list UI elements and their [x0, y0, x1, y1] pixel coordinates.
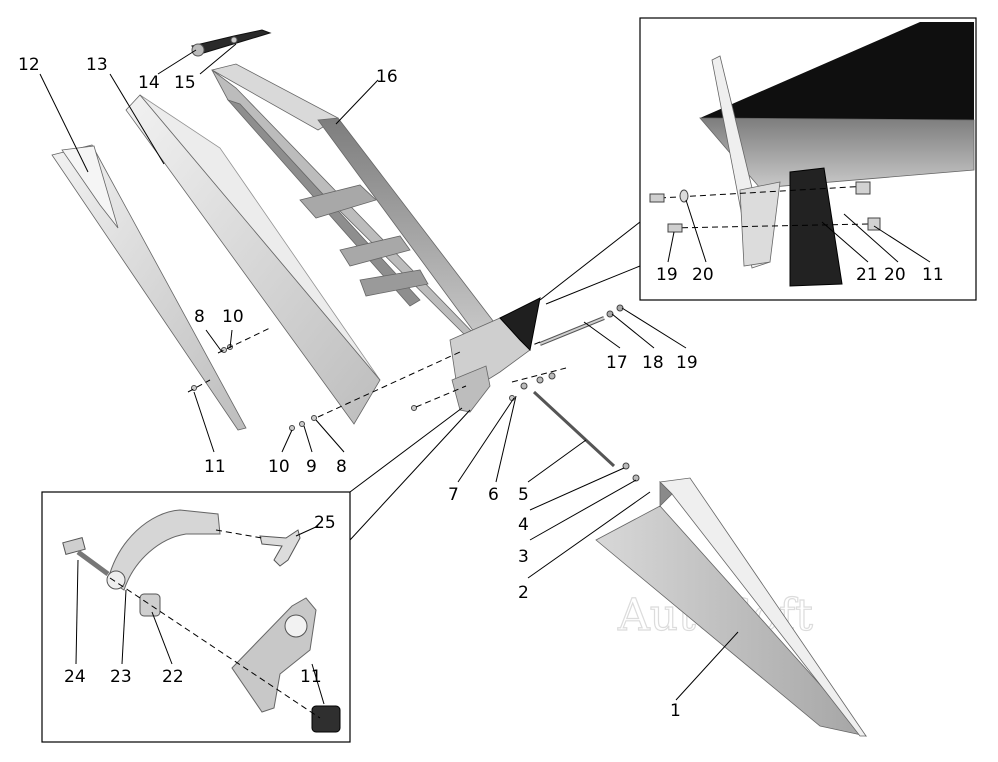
callout-17: 17 [606, 353, 628, 373]
leader-lines-main [39, 43, 739, 701]
callout-16: 16 [376, 67, 398, 87]
part-16-frame [210, 63, 541, 413]
inset-top-right [639, 17, 977, 301]
callout-7: 7 [448, 485, 459, 505]
callout-22: 22 [162, 667, 184, 687]
part-12-shield [51, 144, 247, 431]
callout-15: 15 [174, 73, 196, 93]
callout-8a: 8 [194, 307, 205, 327]
callout-20b: 20 [884, 265, 906, 285]
assembly-lines-main [187, 327, 567, 418]
callout-8b: 8 [336, 457, 347, 477]
callout-10a: 10 [222, 307, 244, 327]
callout-11a: 11 [204, 457, 226, 477]
small-fasteners-left [191, 344, 417, 431]
callout-20a: 20 [692, 265, 714, 285]
callout-labels: 12 13 14 15 16 8 10 11 10 9 8 7 6 5 4 3 … [18, 55, 944, 721]
callout-21: 21 [856, 265, 878, 285]
part-5-rod [509, 372, 640, 482]
inset-bottom-left [41, 491, 351, 743]
callout-1: 1 [670, 701, 681, 721]
callout-11b: 11 [922, 265, 944, 285]
callout-2: 2 [518, 583, 529, 603]
callout-6: 6 [488, 485, 499, 505]
callout-10b: 10 [268, 457, 290, 477]
part-14-handle [191, 29, 272, 57]
callout-9: 9 [306, 457, 317, 477]
callout-12: 12 [18, 55, 40, 75]
callout-18: 18 [642, 353, 664, 373]
callout-13: 13 [86, 55, 108, 75]
callout-25: 25 [314, 513, 336, 533]
part-17-rod [539, 304, 624, 346]
callout-19b: 19 [656, 265, 678, 285]
callout-5: 5 [518, 485, 529, 505]
callout-23: 23 [110, 667, 132, 687]
callout-24: 24 [64, 667, 86, 687]
part-13-panel [125, 94, 381, 425]
part-1-divider [595, 477, 868, 737]
callout-4: 4 [518, 515, 529, 535]
callout-19a: 19 [676, 353, 698, 373]
callout-11c: 11 [300, 667, 322, 687]
callout-3: 3 [518, 547, 529, 567]
callout-14: 14 [138, 73, 160, 93]
